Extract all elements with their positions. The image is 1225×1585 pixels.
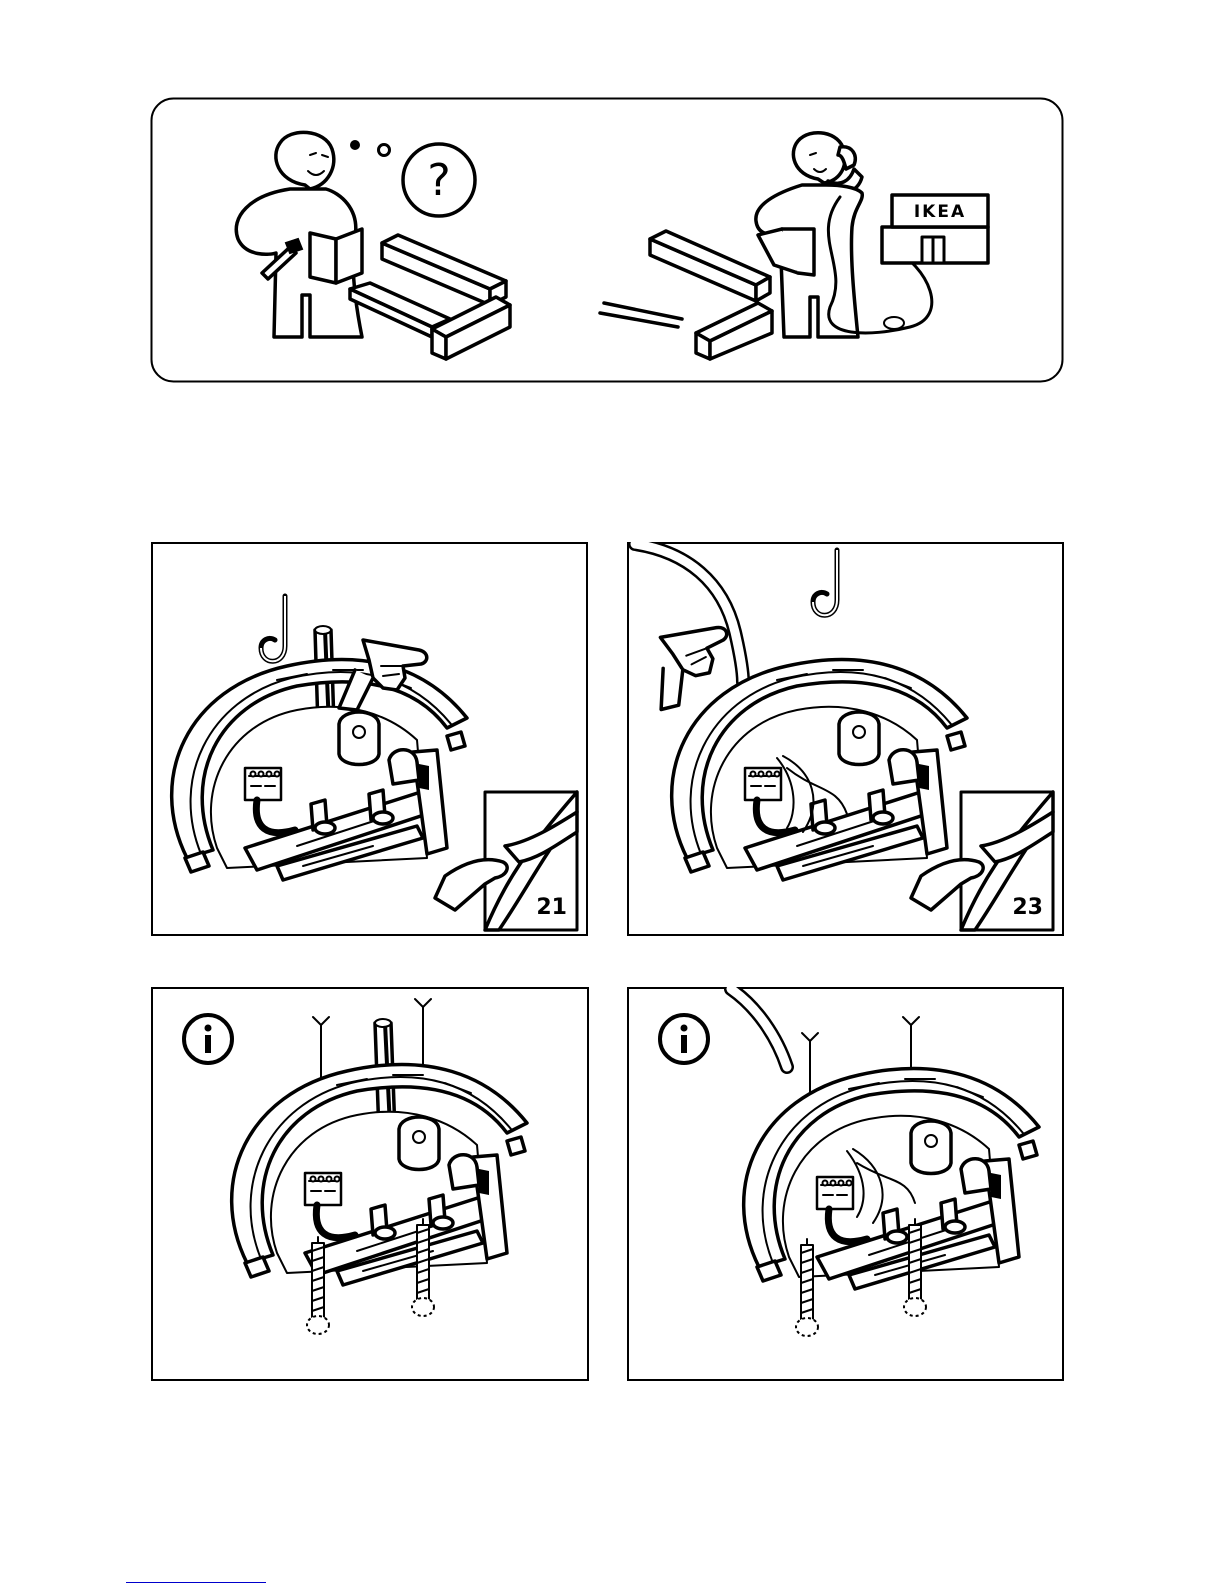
footer-link-line[interactable] bbox=[126, 1582, 266, 1583]
ceiling-hook-icon bbox=[261, 596, 285, 661]
ikea-store: IKEA bbox=[882, 195, 988, 263]
page-reference: 23 bbox=[1012, 895, 1043, 920]
boards-right bbox=[600, 231, 772, 359]
anchor-mark-icon bbox=[313, 1017, 329, 1083]
question-mark: ? bbox=[427, 155, 450, 206]
boards-left bbox=[350, 235, 510, 359]
step-1-illustration: 21 bbox=[151, 542, 588, 936]
ceiling-hook-icon bbox=[813, 550, 837, 615]
help-illustration: ? bbox=[150, 97, 1064, 383]
step-panel-3: i bbox=[151, 987, 589, 1381]
step-2-illustration: 23 bbox=[627, 542, 1064, 936]
step-4-illustration: i bbox=[627, 987, 1064, 1381]
confused-man: ? bbox=[236, 132, 475, 337]
step-panel-2: 23 bbox=[627, 542, 1064, 936]
info-icon bbox=[184, 1015, 232, 1063]
store-sign-text: IKEA bbox=[914, 202, 966, 222]
step-panel-1: 21 bbox=[151, 542, 588, 936]
info-icon bbox=[660, 1015, 708, 1063]
help-panel: ? bbox=[150, 97, 1064, 383]
step-panel-4: i bbox=[627, 987, 1064, 1381]
step-3-illustration: i bbox=[151, 987, 589, 1381]
anchor-mark-icon bbox=[415, 999, 431, 1065]
page-reference: 21 bbox=[536, 895, 567, 920]
ceiling-canopy bbox=[672, 659, 967, 880]
